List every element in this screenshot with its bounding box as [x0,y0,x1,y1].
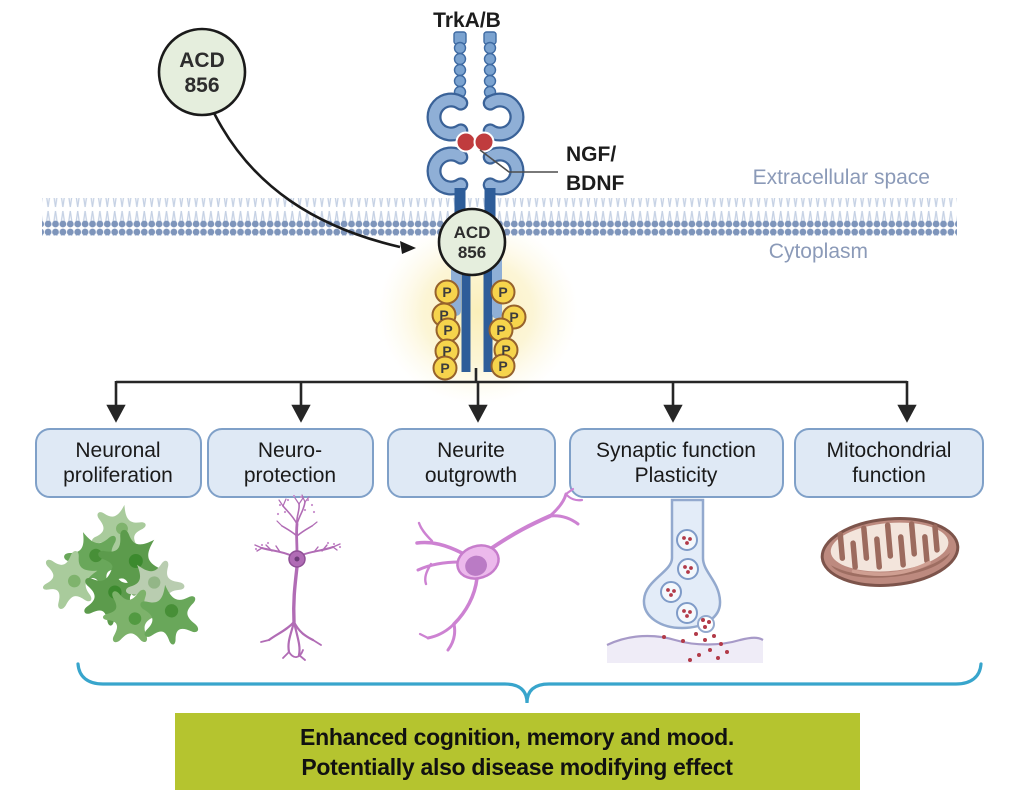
phospho-symbol: P [443,322,452,338]
compound-name-line2: 856 [458,243,486,262]
pyramidal-neuron-illustration [254,494,342,661]
compound-name-line1: ACD [179,49,225,72]
mitochondrion-illustration [820,517,960,587]
neurite-outgrowth-illustration [415,487,584,652]
postsynaptic-membrane [607,635,763,663]
mitochondrion-lower-band [830,552,951,578]
compound-name-line1: ACD [454,223,491,242]
receptor-clamp-domains [426,92,525,196]
ligand-label-line1: NGF/ [566,143,616,166]
pathway-box-neurite-outgrowth: Neurite outgrowth [387,428,556,498]
pathway-label: protection [244,464,336,487]
released-neurotransmitter-dots [662,618,729,662]
outcome-text-line2: Potentially also disease modifying effec… [301,754,733,780]
pathway-label: proliferation [63,464,173,487]
pathway-box-neuroprotection: Neuro- protection [207,428,374,498]
outcome-text-line1: Enhanced cognition, memory and mood. [300,724,734,750]
phosphorylation-sites: P P P P P P P P P P [431,279,527,381]
phospho-symbol: P [501,342,510,358]
pathway-boxes: Neuronal proliferation Neuro- protection… [35,428,984,498]
vesicle-fusion-pore [697,615,715,633]
phospho-symbol: P [440,360,449,376]
compound-binding-arrow [212,112,416,254]
compound-circle-membrane: ACD 856 [437,207,507,277]
pathway-label: function [852,464,926,487]
compound-name-line2: 856 [184,74,219,97]
pathway-label: Plasticity [635,464,718,487]
phospho-symbol: P [439,307,448,323]
synaptic-vesicles [660,529,699,624]
summary-brace [76,662,983,704]
pathway-box-mitochondrial-function: Mitochondrial function [794,428,984,498]
pathway-label: Neuro- [258,439,322,462]
cristae [837,521,940,570]
pathway-label: Mitochondrial [827,439,952,462]
pathway-label: Synaptic function [596,439,756,462]
receptor-name-label: TrkA/B [433,9,501,32]
phospho-symbol: P [442,284,451,300]
phospho-symbol: P [496,322,505,338]
pathway-branch-arrows [106,368,917,423]
synapse-illustration [606,498,764,663]
phospho-symbol: P [498,358,507,374]
outcome-box: Enhanced cognition, memory and mood. Pot… [175,713,860,790]
phospho-symbol: P [498,284,507,300]
ngf-bdnf-ligand [455,131,495,153]
pathway-label: outgrowth [425,464,517,487]
extracellular-label: Extracellular space [753,166,930,189]
ligand-label-line2: BDNF [566,172,624,195]
compound-circle-top: ACD 856 [157,27,247,117]
proliferating-cells-illustration [34,500,203,650]
phospho-symbol: P [509,309,518,325]
phospho-symbol: P [442,343,451,359]
cytoplasm-label: Cytoplasm [769,240,868,263]
pathway-box-synaptic-function: Synaptic function Plasticity [569,428,784,498]
activation-glow [378,220,578,404]
ligand-pointer-line [479,149,558,173]
pathway-label: Neuronal [75,439,160,462]
pathway-box-neuronal-proliferation: Neuronal proliferation [35,428,202,498]
pathway-label: Neurite [437,439,505,462]
